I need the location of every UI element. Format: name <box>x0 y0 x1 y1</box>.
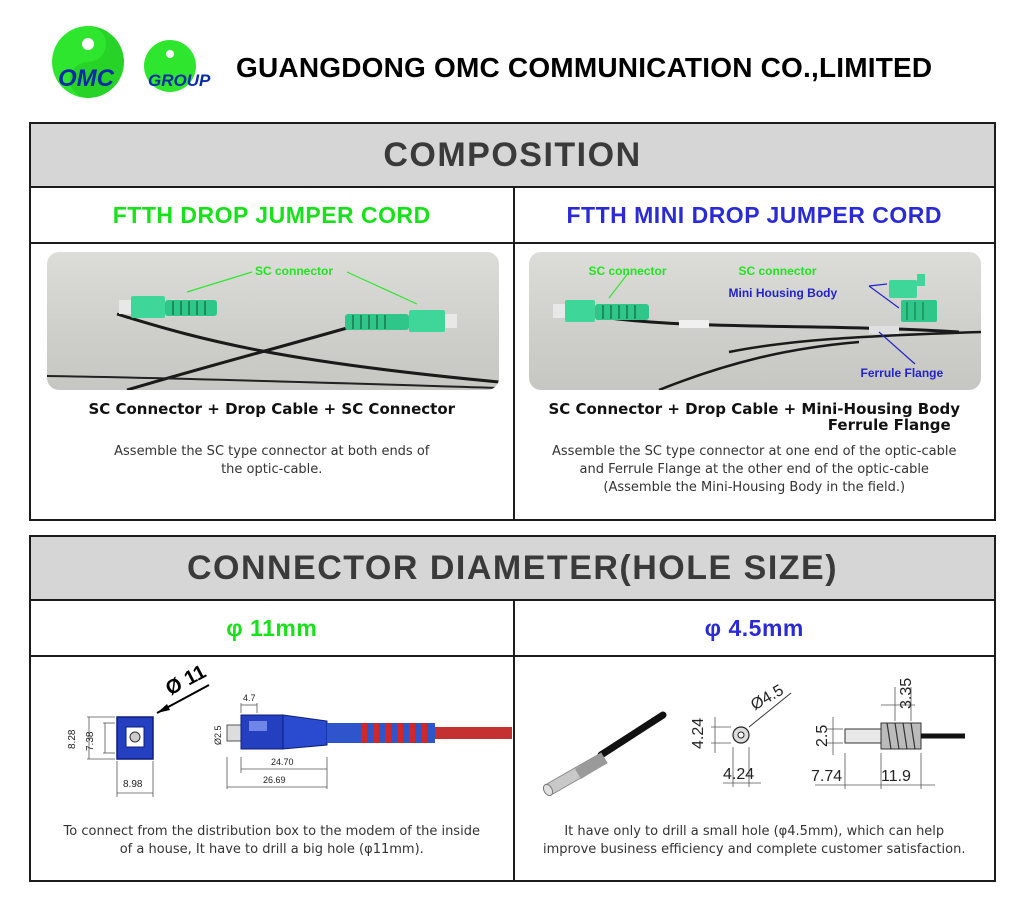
ftth-drop-jumper-column: FTTH DROP JUMPER CORD <box>31 188 513 519</box>
dim-2-5: 2.5 <box>814 725 831 747</box>
dim-4-24-vertical: 4.24 <box>690 718 707 749</box>
drop-jumper-photo: SC connector <box>47 252 499 390</box>
dim-3-35: 3.35 <box>898 678 915 709</box>
hole-4-5mm-description: It have only to drill a small hole (φ4.5… <box>515 823 995 859</box>
mini-drop-jumper-formula: SC Connector + Drop Cable + Mini-Housing… <box>515 401 995 433</box>
formula-line: Ferrule Flange <box>827 416 951 434</box>
ferrule-flange-label: Ferrule Flange <box>860 366 944 380</box>
desc-line: Assemble the SC type connector at both e… <box>114 444 430 459</box>
dim-diameter-2-5: Ø2.5 <box>213 725 223 745</box>
dim-11-9: 11.9 <box>881 768 911 785</box>
page-header: OMC GROUP GUANGDONG OMC COMMUNICATION CO… <box>0 0 1024 110</box>
dim-24-70: 24.70 <box>271 757 294 767</box>
desc-line: and Ferrule Flange at the other end of t… <box>579 462 929 477</box>
ftth-mini-drop-jumper-heading: FTTH MINI DROP JUMPER CORD <box>514 188 994 244</box>
dim-4-7: 4.7 <box>243 693 256 703</box>
mini-housing-body-label: Mini Housing Body <box>728 286 838 300</box>
hole-11mm-heading: φ 11mm <box>31 601 513 657</box>
ftth-drop-jumper-heading: FTTH DROP JUMPER CORD <box>31 188 513 244</box>
desc-line: (Assemble the Mini-Housing Body in the f… <box>603 480 906 495</box>
dim-8-28: 8.28 <box>67 729 78 749</box>
company-name: GUANGDONG OMC COMMUNICATION CO.,LIMITED <box>236 52 933 83</box>
desc-line: To connect from the distribution box to … <box>63 824 480 839</box>
hole-4-5mm-column: φ 4.5mm <box>512 601 995 880</box>
hole-11mm-description: To connect from the distribution box to … <box>31 823 513 859</box>
sc-connector-drawing: Ø 11 8.28 7.38 8.98 <box>67 661 512 797</box>
desc-line: improve business efficiency and complete… <box>543 842 966 857</box>
dim-7-74: 7.74 <box>811 768 842 785</box>
sc-connector-label-right: SC connector <box>738 264 817 278</box>
svg-text:GROUP: GROUP <box>148 71 211 90</box>
dim-7-38: 7.38 <box>85 731 96 751</box>
ferrule-flange-drawing: Ø4.5 4.24 4.24 <box>542 678 965 797</box>
desc-line: of a house, It have to drill a big hole … <box>119 842 424 857</box>
formula-line: SC Connector + Drop Cable + Mini-Housing… <box>548 400 961 418</box>
dim-26-69: 26.69 <box>263 775 286 785</box>
composition-title: COMPOSITION <box>31 124 994 188</box>
connector-diameter-title: CONNECTOR DIAMETER(HOLE SIZE) <box>31 537 994 601</box>
dim-4-24-horizontal: 4.24 <box>723 766 754 783</box>
mini-drop-jumper-description: Assemble the SC type connector at one en… <box>515 443 995 497</box>
drop-jumper-description: Assemble the SC type connector at both e… <box>31 443 513 479</box>
drop-jumper-formula: SC Connector + Drop Cable + SC Connector <box>88 400 456 418</box>
desc-line: the optic-cable. <box>221 462 323 477</box>
connector-diameter-section: CONNECTOR DIAMETER(HOLE SIZE) φ 11mm <box>29 535 996 882</box>
dim-8-98: 8.98 <box>123 779 143 790</box>
dim-diameter-4-5: Ø4.5 <box>748 682 787 714</box>
mini-drop-jumper-photo: SC connector SC connector Mini Housing B… <box>528 252 981 390</box>
desc-line: Assemble the SC type connector at one en… <box>552 444 957 459</box>
svg-text:OMC: OMC <box>58 65 115 92</box>
desc-line: It have only to drill a small hole (φ4.5… <box>564 824 945 839</box>
omc-group-logo: OMC GROUP <box>52 26 211 98</box>
sc-connector-label: SC connector <box>255 264 334 278</box>
hole-11mm-column: φ 11mm Ø <box>31 601 513 880</box>
sc-connector-label-left: SC connector <box>588 264 667 278</box>
ftth-mini-drop-jumper-column: FTTH MINI DROP JUMPER CORD <box>512 188 995 519</box>
hole-4-5mm-heading: φ 4.5mm <box>514 601 994 657</box>
dim-diameter-11: Ø 11 <box>162 661 210 700</box>
composition-section: COMPOSITION FTTH DROP JUMPER CORD <box>29 122 996 521</box>
